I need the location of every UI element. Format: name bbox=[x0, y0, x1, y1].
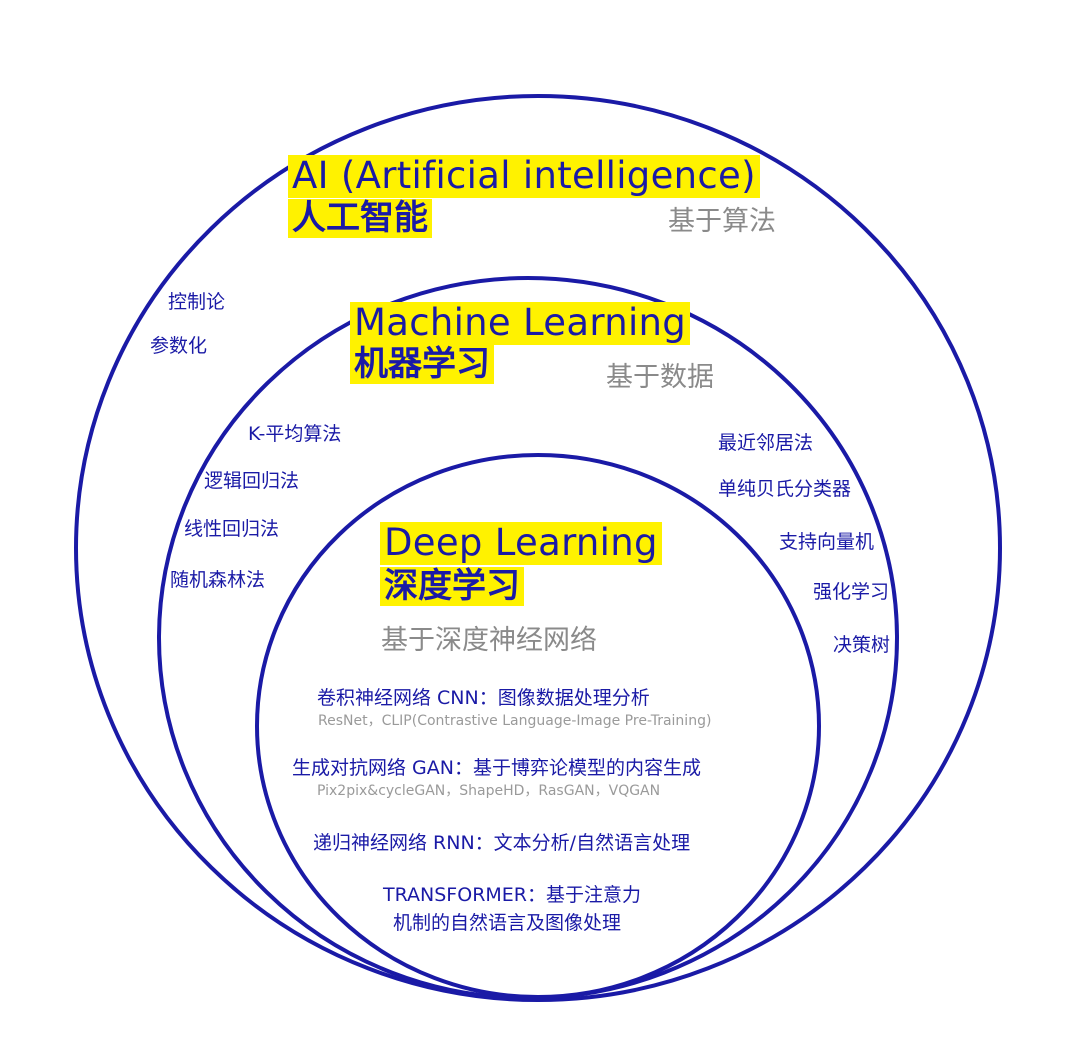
ai-circle bbox=[74, 94, 1002, 1002]
dl-item-gan-sub: Pix2pix&cycleGAN，ShapeHD，RasGAN，VQGAN bbox=[317, 783, 661, 799]
ml-left-example: 逻辑回归法 bbox=[204, 470, 300, 492]
ai-example-control: 控制论 bbox=[168, 291, 226, 313]
ai-example-parametric: 参数化 bbox=[150, 335, 208, 357]
ai-title-zh: 人工智能 bbox=[288, 198, 432, 239]
ml-right-example: 最近邻居法 bbox=[718, 432, 814, 454]
ml-title-en: Machine Learning bbox=[350, 301, 691, 345]
dl-item-cnn-head: 卷积神经网络 CNN：图像数据处理分析 bbox=[317, 687, 650, 709]
dl-item-transformer-head: TRANSFORMER：基于注意力 bbox=[383, 884, 641, 906]
ai-basis: 基于算法 bbox=[668, 206, 776, 237]
ml-basis: 基于数据 bbox=[606, 362, 714, 393]
dl-title-zh: 深度学习 bbox=[380, 566, 524, 607]
ml-left-example: 线性回归法 bbox=[184, 518, 280, 540]
ml-title-zh: 机器学习 bbox=[350, 344, 494, 385]
ml-right-example: 单纯贝氏分类器 bbox=[718, 478, 852, 500]
ml-left-example: 随机森林法 bbox=[170, 569, 266, 591]
dl-item-transformer-line2: 机制的自然语言及图像处理 bbox=[393, 912, 622, 934]
ml-right-example: 强化学习 bbox=[813, 581, 890, 603]
dl-basis: 基于深度神经网络 bbox=[381, 625, 597, 656]
ai-title-en: AI (Artificial intelligence) bbox=[288, 154, 760, 198]
dl-item-cnn-sub: ResNet，CLIP(Contrastive Language-Image P… bbox=[318, 713, 712, 729]
dl-item-gan-head: 生成对抗网络 GAN：基于博弈论模型的内容生成 bbox=[292, 757, 701, 779]
dl-circle bbox=[255, 453, 821, 999]
dl-item-rnn-head: 递归神经网络 RNN：文本分析/自然语言处理 bbox=[313, 832, 691, 854]
ml-right-example: 支持向量机 bbox=[779, 531, 875, 553]
ml-right-example: 决策树 bbox=[833, 634, 891, 656]
dl-title-en: Deep Learning bbox=[380, 521, 662, 565]
ml-left-example: K-平均算法 bbox=[248, 423, 342, 445]
